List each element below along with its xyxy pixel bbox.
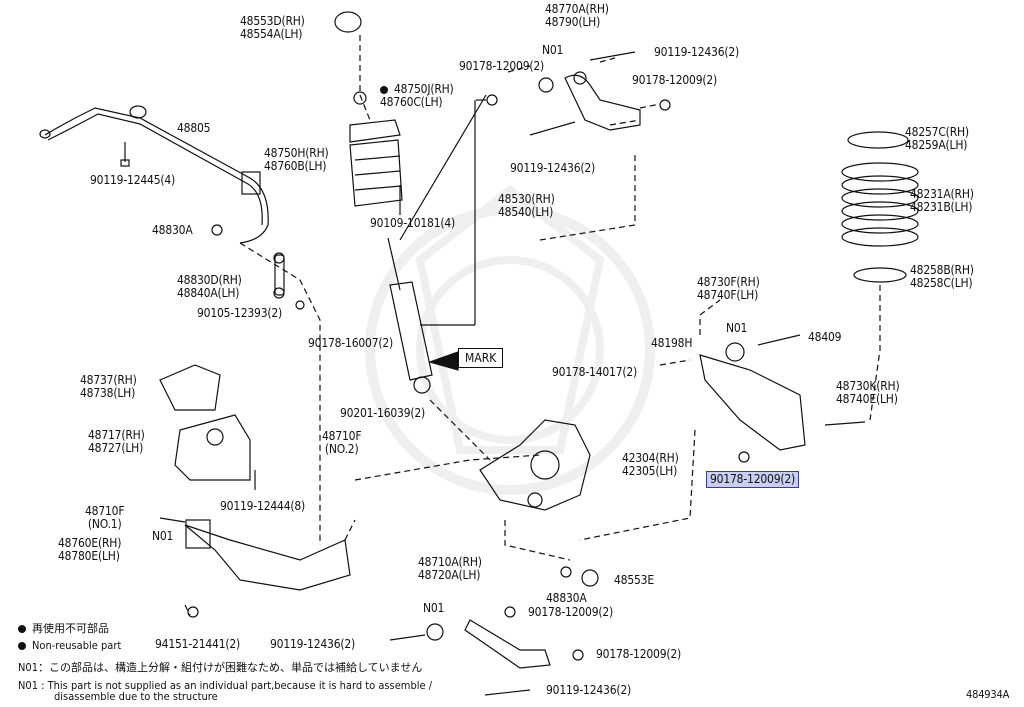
cover-48737 (159, 364, 221, 411)
label-90105-12393: 90105-12393(2) (197, 306, 283, 320)
note-en-1: N01 : This part is not supplied as an in… (18, 679, 433, 692)
label-48710f-no1: 48710F (NO.1) (85, 504, 125, 531)
label-90178-12009-d: 90178-12009(2) (596, 647, 682, 661)
note-jp: N01：この部品は、構造上分解・組付けが困難なため、単品では補給していません (18, 661, 423, 674)
label-48730f: 48730F(RH) 48740F(LH) (697, 275, 760, 302)
label-48750h: 48750H(RH) 48760B(LH) (264, 146, 329, 173)
label-90178-12009-a: 90178-12009(2) (459, 59, 545, 73)
trailing-arm (184, 524, 351, 591)
upper-control-arm (564, 74, 641, 131)
label-94151-21441: 94151-21441(2) (155, 637, 241, 651)
coil-spring (841, 162, 919, 247)
label-48830d: 48830D(RH) 48840A(LH) (177, 273, 242, 300)
label-48770a: 48770A(RH) 48790(LH) (545, 2, 609, 29)
label-48553d: 48553D(RH) 48554A(LH) (240, 14, 305, 41)
bracket-48717 (174, 414, 251, 481)
label-90178-12009-highlighted[interactable]: 90178-12009(2) (706, 471, 800, 488)
lower-control-arm (699, 354, 806, 451)
shock-mount (349, 119, 401, 143)
label-42304: 42304(RH) 42305(LH) (622, 451, 679, 478)
label-48198h: 48198H (651, 336, 693, 350)
label-48760e: 48760E(RH) 48780E(LH) (58, 536, 122, 563)
label-n01-bot: N01 (423, 601, 445, 615)
label-n01-mid: N01 (726, 321, 748, 335)
label-48231a: 48231A(RH) 48231B(LH) (910, 187, 974, 214)
note-en-2: disassemble due to the structure (54, 690, 218, 703)
watermark-crest (365, 184, 655, 495)
stabilizer-bar (44, 107, 269, 244)
bullet-icon (18, 642, 26, 650)
label-48730k: 48730K(RH) 48740E(LH) (836, 379, 900, 406)
label-n01-left: N01 (152, 529, 174, 543)
label-90178-12009-b: 90178-12009(2) (632, 73, 718, 87)
label-90178-12009-c: 90178-12009(2) (528, 605, 614, 619)
label-48710a: 48710A(RH) 48720A(LH) (418, 555, 482, 582)
legend-jp: 再使用不可部品 (18, 622, 109, 635)
label-48409: 48409 (808, 330, 842, 344)
dust-boot (349, 139, 403, 207)
bullet-icon (18, 625, 26, 633)
label-90119-12445: 90119-12445(4) (90, 173, 176, 187)
label-90119-12436-c: 90119-12436(2) (270, 637, 356, 651)
label-90109-10181: 90109-10181(4) (370, 216, 456, 230)
label-48710f-no2: 48710F (NO.2) (322, 429, 362, 456)
label-48258b: 48258B(RH) 48258C(LH) (910, 263, 974, 290)
label-48717: 48717(RH) 48727(LH) (88, 428, 145, 455)
label-90201-16039: 90201-16039(2) (340, 406, 426, 420)
shock-absorber (389, 281, 433, 381)
label-90119-12436-d: 90119-12436(2) (546, 683, 632, 697)
mark-callout: MARK (458, 348, 504, 368)
label-90119-12436-b: 90119-12436(2) (510, 161, 596, 175)
diagram-id: 484934A (966, 688, 1010, 701)
lower-link (464, 619, 551, 669)
label-48553e: 48553E (614, 573, 654, 587)
label-90119-12444: 90119-12444(8) (220, 499, 306, 513)
label-48257c: 48257C(RH) 48259A(LH) (905, 125, 969, 152)
label-48737: 48737(RH) 48738(LH) (80, 373, 137, 400)
label-48750j: 48750J(RH) 48760C(LH) (380, 82, 454, 109)
stabilizer-link (274, 254, 285, 296)
label-48830a-2: 48830A (546, 591, 587, 605)
label-90178-16007: 90178-16007(2) (308, 336, 394, 350)
label-n01-top: N01 (542, 43, 564, 57)
rear-knuckle (479, 419, 591, 511)
label-48530: 48530(RH) 48540(LH) (498, 192, 555, 219)
legend-en: Non-reusable part (18, 639, 121, 652)
label-48805: 48805 (177, 121, 211, 135)
label-48830a-1: 48830A (152, 223, 193, 237)
label-90119-12436-a: 90119-12436(2) (654, 45, 740, 59)
label-90178-14017: 90178-14017(2) (552, 365, 638, 379)
